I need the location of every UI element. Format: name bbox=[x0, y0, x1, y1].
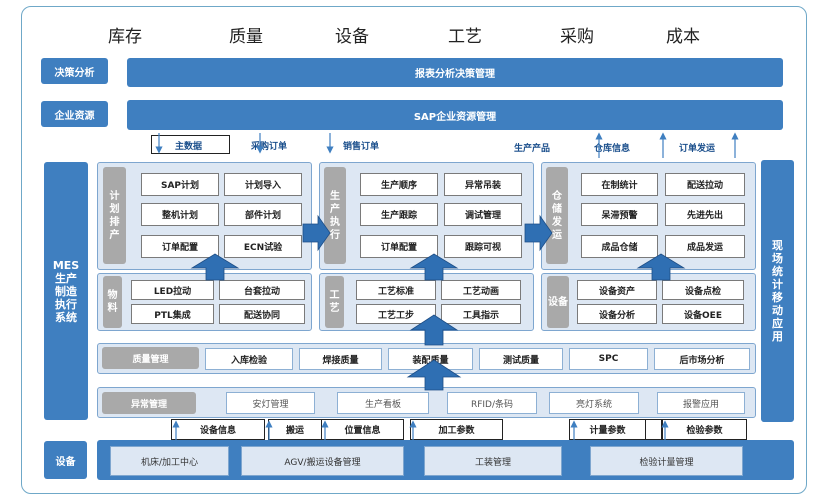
process-cell-animation: 工艺动画 bbox=[441, 280, 521, 300]
exception-cell-andon: 安灯管理 bbox=[226, 392, 315, 414]
planning-cell-part: 部件计划 bbox=[224, 203, 302, 226]
production-cell-order: 订单配置 bbox=[360, 235, 438, 258]
material-cell-coord: 配送协同 bbox=[219, 304, 305, 324]
quality-label: 质量管理 bbox=[102, 347, 199, 369]
info-location: 位置信息 bbox=[322, 419, 404, 440]
flow-sales-order: 销售订单 bbox=[343, 142, 380, 152]
block-arrow-up-quality bbox=[409, 314, 459, 346]
quality-cell-weld: 焊接质量 bbox=[299, 348, 382, 370]
device-cell-machine: 机床/加工中心 bbox=[110, 446, 229, 476]
exception-cell-light: 亮灯系统 bbox=[549, 392, 639, 414]
production-cell-sequence: 生产顺序 bbox=[360, 173, 438, 196]
equipment-cell-inspect: 设备点检 bbox=[662, 280, 744, 300]
material-cell-ptl: PTL集成 bbox=[131, 304, 214, 324]
flow-production-product: 生产产品 bbox=[514, 144, 551, 154]
info-spacer bbox=[646, 419, 662, 440]
decision-label: 决策分析 bbox=[41, 58, 108, 84]
category-inventory: 库存 bbox=[108, 27, 142, 47]
field-stats-sidebar: 现场统计 移动应用 bbox=[761, 160, 794, 422]
category-purchase: 采购 bbox=[560, 27, 594, 47]
info-process-params: 加工参数 bbox=[410, 419, 503, 440]
warehouse-cell-ship: 成品发运 bbox=[665, 235, 745, 258]
block-arrow-up-process bbox=[409, 253, 459, 281]
category-quality: 质量 bbox=[229, 27, 263, 47]
category-equipment: 设备 bbox=[335, 27, 369, 47]
material-cell-led: LED拉动 bbox=[131, 280, 214, 300]
warehouse-cell-fifo: 先进先出 bbox=[665, 203, 745, 226]
exception-label: 异常管理 bbox=[102, 392, 196, 414]
warehouse-cell-stale: 呆滞预警 bbox=[581, 203, 658, 226]
decision-bar: 报表分析决策管理 bbox=[127, 58, 783, 87]
category-cost: 成本 bbox=[666, 27, 700, 47]
production-cell-hoist: 异常吊装 bbox=[444, 173, 522, 196]
planning-cell-order: 订单配置 bbox=[141, 235, 219, 258]
diagram-frame bbox=[21, 6, 807, 494]
flow-warehouse-info: 仓库信息 bbox=[594, 144, 631, 154]
block-arrow-up-planning bbox=[190, 253, 240, 281]
quality-cell-test: 测试质量 bbox=[479, 348, 563, 370]
equipment-label: 设备 bbox=[547, 276, 569, 328]
device-cell-fixture: 工装管理 bbox=[424, 446, 562, 476]
block-arrow-plan-to-production bbox=[302, 214, 331, 252]
block-arrow-up-equipment bbox=[636, 253, 686, 281]
warehouse-cell-delivery: 配送拉动 bbox=[665, 173, 745, 196]
mes-sidebar: MES生产制造执行系统 bbox=[44, 162, 88, 420]
exception-cell-alarm: 报警应用 bbox=[657, 392, 745, 414]
process-label: 工艺 bbox=[325, 276, 344, 328]
planning-label: 计划排产 bbox=[103, 167, 126, 264]
quality-cell-incoming: 入库检验 bbox=[205, 348, 293, 370]
quality-cell-aftermarket: 后市场分析 bbox=[654, 348, 750, 370]
equipment-cell-asset: 设备资产 bbox=[577, 280, 657, 300]
material-label: 物料 bbox=[103, 276, 122, 328]
warehouse-label: 仓储发运 bbox=[546, 167, 568, 264]
planning-cell-ecn: ECN试验 bbox=[224, 235, 302, 258]
material-cell-kit: 台套拉动 bbox=[219, 280, 305, 300]
block-arrow-production-to-warehouse bbox=[524, 214, 553, 252]
enterprise-bar: SAP企业资源管理 bbox=[127, 100, 783, 130]
production-cell-debug: 调试管理 bbox=[444, 203, 522, 226]
flow-purchase-order: 采购订单 bbox=[251, 142, 288, 152]
category-process: 工艺 bbox=[448, 27, 482, 47]
device-cell-agv: AGV/搬运设备管理 bbox=[241, 446, 404, 476]
devices-label: 设备 bbox=[44, 441, 87, 479]
info-equipment: 设备信息 bbox=[171, 419, 265, 440]
exception-cell-rfid: RFID/条码 bbox=[447, 392, 537, 414]
quality-cell-spc: SPC bbox=[569, 348, 648, 370]
planning-cell-machine: 整机计划 bbox=[141, 203, 219, 226]
enterprise-label: 企业资源 bbox=[41, 101, 108, 127]
process-cell-tool: 工具指示 bbox=[441, 304, 521, 324]
planning-cell-sap: SAP计划 bbox=[141, 173, 219, 196]
flow-master-data: 主数据 bbox=[175, 142, 203, 152]
block-arrow-up-exception bbox=[406, 359, 462, 391]
process-cell-step: 工艺工步 bbox=[356, 304, 436, 324]
production-cell-visual: 跟踪可视 bbox=[444, 235, 522, 258]
warehouse-cell-storage: 成品仓储 bbox=[581, 235, 658, 258]
device-cell-metering: 检验计量管理 bbox=[590, 446, 743, 476]
info-inspection-params: 检验参数 bbox=[662, 419, 747, 440]
production-cell-tracking: 生产跟踪 bbox=[360, 203, 438, 226]
master-data-box bbox=[151, 135, 230, 154]
warehouse-cell-wip: 在制统计 bbox=[581, 173, 658, 196]
production-label: 生产执行 bbox=[324, 167, 346, 264]
equipment-cell-oee: 设备OEE bbox=[662, 304, 744, 324]
process-cell-standard: 工艺标准 bbox=[356, 280, 436, 300]
planning-cell-import: 计划导入 bbox=[224, 173, 302, 196]
info-metering-params: 计量参数 bbox=[569, 419, 646, 440]
flow-order-ship: 订单发运 bbox=[679, 144, 716, 154]
exception-cell-board: 生产看板 bbox=[337, 392, 429, 414]
equipment-cell-analysis: 设备分析 bbox=[577, 304, 657, 324]
